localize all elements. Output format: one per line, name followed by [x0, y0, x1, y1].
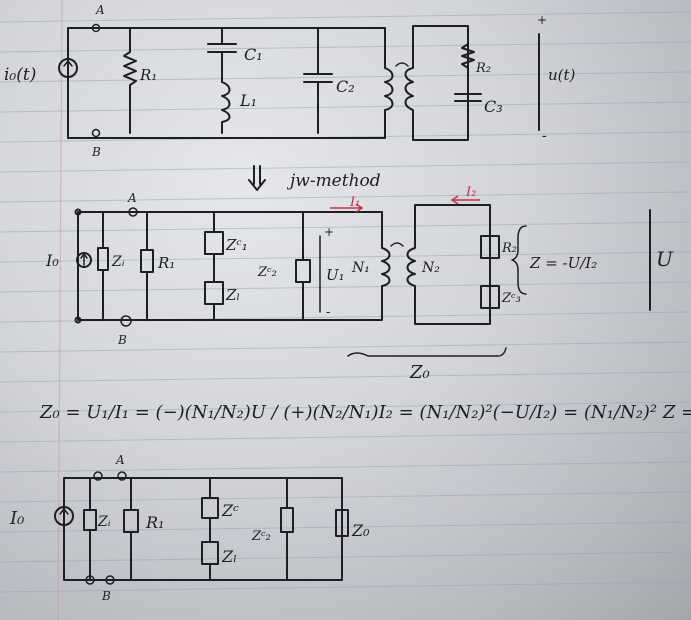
- label-zi: Zᵢ: [97, 514, 111, 530]
- label-r2: R₂: [475, 61, 491, 76]
- current-i1-arrow: [330, 203, 364, 213]
- label-zc3: Zᶜ₃: [501, 291, 521, 306]
- node-a-terminal: [93, 471, 103, 481]
- label-zc2: Zᶜ₂: [251, 529, 271, 544]
- capacitor-c1-icon: [207, 27, 237, 83]
- impedance-zc2-icon: [295, 259, 311, 283]
- impedance-zi-icon: [97, 247, 109, 271]
- label-i1: I₁: [349, 195, 360, 210]
- node-b-terminal: [91, 128, 101, 138]
- resistor-r1-icon: [123, 509, 139, 533]
- label-node-b: B: [117, 333, 127, 347]
- impedance-zi-icon: [83, 509, 97, 531]
- circuit-reduced: A B I₀ Zᵢ R₁ Zᶜ Zₗ Zᶜ₂ Z₀: [9, 453, 370, 603]
- brace-icon: [511, 225, 527, 295]
- transformer-secondary-icon: [404, 25, 469, 141]
- current-source-icon: [76, 252, 92, 268]
- current-i2-arrow: [450, 195, 480, 205]
- method-note: jw-method: [286, 171, 381, 191]
- label-node-b: B: [101, 589, 111, 603]
- label-zl: Zₗ: [221, 547, 237, 566]
- label-r1: R₁: [157, 254, 175, 272]
- node-b-terminal: [120, 315, 132, 327]
- label-z0: Z₀: [409, 362, 430, 383]
- label-zc2: Zᶜ₂: [257, 265, 277, 280]
- label-source: I₀: [9, 508, 24, 529]
- plus-sign: +: [537, 13, 547, 27]
- label-zc: Zᶜ: [221, 501, 239, 520]
- impedance-zc-icon: [201, 497, 219, 519]
- label-l1: L₁: [239, 91, 257, 110]
- label-c1: C₁: [244, 45, 263, 64]
- circuit-time-domain: A B i₀(t) R₁ C₁ L₁ C₂ R₂ C₃ + - u(t): [4, 3, 576, 159]
- plus-sign: +: [324, 225, 334, 239]
- capacitor-c3-icon: [454, 93, 482, 102]
- label-zi: Zᵢ: [111, 254, 125, 270]
- label-node-a: A: [115, 453, 125, 467]
- minus-sign: -: [542, 128, 547, 144]
- impedance-zc2-icon: [280, 507, 294, 533]
- label-c2: C₂: [336, 77, 355, 96]
- label-zl: Zₗ: [225, 286, 240, 304]
- impedance-z0-icon: [335, 509, 349, 537]
- transformer-secondary-icon: [406, 204, 491, 325]
- label-n1: N₁: [351, 260, 370, 276]
- transformer-primary-icon: [384, 27, 394, 139]
- resistor-r1-icon: [140, 249, 154, 273]
- transformer-primary-icon: [369, 211, 391, 321]
- inductor-l1-icon: [221, 81, 231, 134]
- label-node-a: A: [95, 3, 105, 17]
- label-source: i₀(t): [4, 65, 36, 85]
- label-output: u(t): [548, 66, 576, 84]
- transform-step: jw-method: [248, 165, 381, 191]
- current-source-icon: [58, 58, 78, 78]
- circuit-phasor-domain: A B I₀ Zᵢ R₁ Zᶜ₁ Zₗ Zᶜ₂ + U₁ - N₁ N₂ I₁ …: [45, 185, 674, 383]
- impedance-zc3-icon: [480, 285, 500, 309]
- impedance-zl-icon: [201, 541, 219, 565]
- label-n2: N₂: [421, 260, 440, 276]
- label-zc1: Zᶜ₁: [225, 236, 248, 254]
- label-u1: U₁: [326, 266, 345, 284]
- z0-underline: [347, 347, 507, 357]
- label-output: U: [656, 247, 674, 271]
- derivation-equation: Z₀ = U₁/I₁ = (−)(N₁/N₂)U / (+)(N₂/N₁)I₂ …: [39, 402, 691, 423]
- label-c3: C₃: [484, 97, 503, 116]
- resistor-r2-icon: [480, 235, 500, 259]
- node-a-terminal: [128, 207, 138, 217]
- label-z0: Z₀: [351, 521, 370, 540]
- capacitor-c2-icon: [303, 27, 333, 134]
- label-node-b: B: [91, 145, 101, 159]
- node-a-terminal: [91, 23, 101, 33]
- label-z-definition: Z = -U/I₂: [529, 254, 597, 272]
- impedance-zl-icon: [204, 281, 224, 305]
- label-r1: R₁: [139, 66, 157, 84]
- minus-sign: -: [326, 305, 330, 320]
- double-down-arrow-icon: [248, 165, 266, 191]
- label-source: I₀: [45, 251, 59, 270]
- label-i2: I₂: [465, 185, 476, 200]
- label-r1: R₁: [145, 513, 164, 532]
- label-r2: R₂: [501, 241, 517, 256]
- impedance-zc1-icon: [204, 231, 224, 255]
- current-source-icon: [54, 506, 74, 526]
- resistor-r2-icon: [461, 43, 475, 69]
- label-node-a: A: [127, 191, 137, 205]
- resistor-r1-icon: [123, 27, 137, 134]
